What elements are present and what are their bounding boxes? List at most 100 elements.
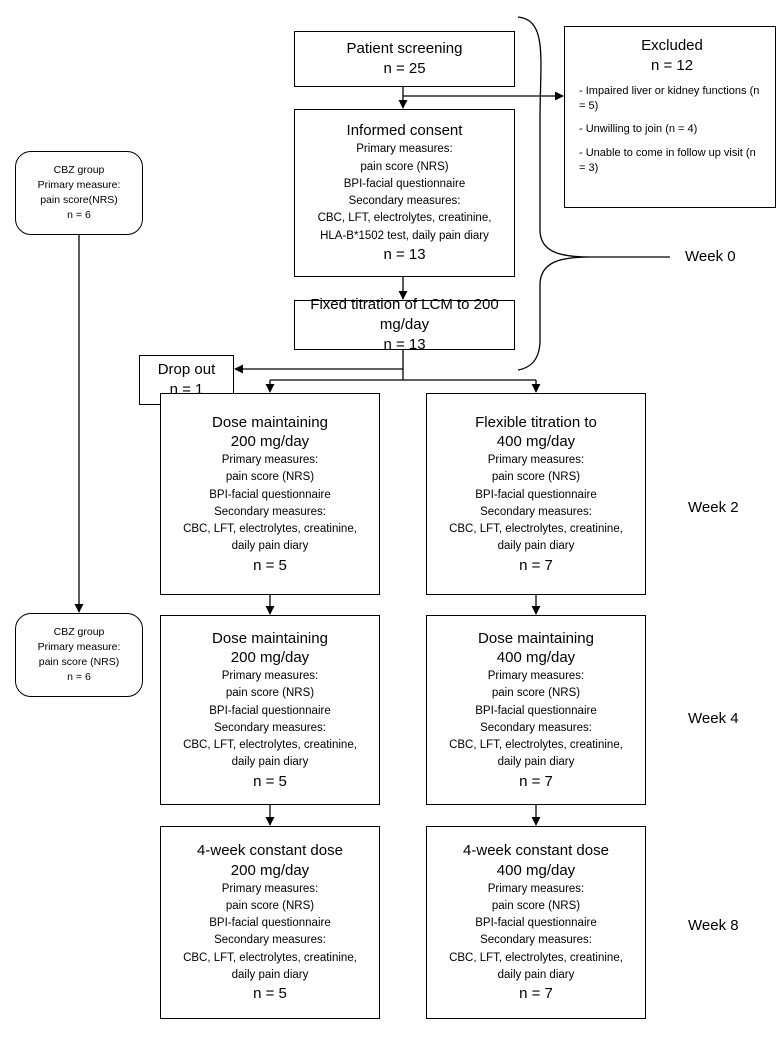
- measure-line: Secondary measures:: [480, 721, 592, 734]
- arm-title: Dose maintaining: [478, 629, 594, 647]
- arm-count: n = 5: [253, 556, 287, 574]
- informed-consent-title: Informed consent: [346, 122, 463, 140]
- measure-line: daily pain diary: [231, 756, 309, 769]
- measure-line: pain score (NRS): [225, 687, 315, 700]
- measure-line: CBC, LFT, electrolytes, creatinine,: [183, 951, 357, 964]
- measure-line: Secondary measures:: [214, 934, 326, 947]
- excluded-reason: - Unwilling to join (n = 4): [579, 123, 698, 136]
- left-arm-week8-box: 4-week constant dose 200 mg/day Primary …: [160, 826, 380, 1019]
- fixed-titration-box: Fixed titration of LCM to 200 mg/day n =…: [294, 296, 515, 353]
- right-arm-week2-box: Flexible titration to 400 mg/day Primary…: [426, 393, 646, 595]
- arm-count: n = 5: [253, 772, 287, 790]
- arm-dose: 400 mg/day: [496, 433, 576, 451]
- cbz-group-box-top: CBZ group Primary measure: pain score(NR…: [15, 151, 143, 235]
- week0-bracket: [517, 16, 591, 371]
- measure-line: Secondary measures:: [214, 505, 326, 518]
- measure-line: Primary measures:: [221, 454, 319, 467]
- measure-line: Primary measures:: [487, 454, 585, 467]
- patient-screening-count: n = 25: [383, 60, 426, 77]
- cbz-group-measure: pain score(NRS): [40, 194, 118, 206]
- measure-line: BPI-facial questionnaire: [209, 704, 331, 717]
- measure-line: BPI-facial questionnaire: [475, 488, 597, 501]
- arm-count: n = 7: [519, 772, 553, 790]
- arm-title: Dose maintaining: [212, 413, 328, 431]
- measure-line: Secondary measures:: [480, 505, 592, 518]
- excluded-box: Excluded n = 12 - Impaired liver or kidn…: [564, 26, 776, 208]
- measure-line: pain score (NRS): [225, 899, 315, 912]
- measure-line: pain score (NRS): [225, 471, 315, 484]
- excluded-count: n = 12: [650, 56, 694, 74]
- left-arm-week4-box: Dose maintaining 200 mg/day Primary meas…: [160, 615, 380, 805]
- fixed-titration-title: Fixed titration of LCM to 200: [310, 296, 499, 314]
- cbz-group-title: CBZ group: [53, 163, 105, 176]
- arm-dose: 400 mg/day: [496, 649, 576, 667]
- measure-line: CBC, LFT, electrolytes, creatinine,: [183, 739, 357, 752]
- arm-dose: 400 mg/day: [496, 861, 576, 879]
- measure-line: Primary measures:: [487, 670, 585, 683]
- consent-measure-line: HLA-B*1502 test, daily pain diary: [320, 229, 489, 242]
- excluded-title: Excluded: [641, 37, 703, 54]
- arm-title: Flexible titration to: [475, 413, 597, 431]
- measure-line: BPI-facial questionnaire: [475, 917, 597, 930]
- cbz-group-count: n = 6: [67, 671, 91, 684]
- consent-measure-line: BPI-facial questionnaire: [343, 177, 466, 190]
- cbz-group-count: n = 6: [67, 209, 91, 222]
- consent-measure-line: CBC, LFT, electrolytes, creatinine,: [317, 212, 492, 225]
- measure-line: daily pain diary: [497, 756, 575, 769]
- measure-line: CBC, LFT, electrolytes, creatinine,: [449, 739, 623, 752]
- measure-line: CBC, LFT, electrolytes, creatinine,: [183, 523, 357, 536]
- measure-line: daily pain diary: [231, 968, 309, 981]
- cbz-group-measure-label: Primary measure:: [37, 178, 121, 191]
- arm-dose: 200 mg/day: [230, 433, 310, 451]
- measure-line: daily pain diary: [231, 540, 309, 553]
- measure-line: pain score (NRS): [491, 687, 581, 700]
- consent-measure-line: Primary measures:: [356, 143, 453, 156]
- measure-line: pain score (NRS): [491, 899, 581, 912]
- measure-line: Primary measures:: [487, 882, 585, 895]
- week0-label: Week 0: [685, 248, 736, 265]
- measure-line: Secondary measures:: [214, 721, 326, 734]
- measure-line: pain score (NRS): [491, 471, 581, 484]
- arm-dose: 200 mg/day: [230, 649, 310, 667]
- right-arm-week8-box: 4-week constant dose 400 mg/day Primary …: [426, 826, 646, 1019]
- cbz-group-box-bottom: CBZ group Primary measure: pain score (N…: [15, 613, 143, 697]
- fixed-titration-count: n = 13: [383, 335, 426, 353]
- week4-label: Week 4: [688, 710, 739, 727]
- arm-count: n = 5: [253, 985, 287, 1003]
- left-arm-week2-box: Dose maintaining 200 mg/day Primary meas…: [160, 393, 380, 595]
- measure-line: CBC, LFT, electrolytes, creatinine,: [449, 951, 623, 964]
- arm-title: 4-week constant dose: [197, 842, 343, 860]
- excluded-reason: - Impaired liver or kidney functions (n …: [579, 84, 760, 112]
- measure-line: daily pain diary: [497, 968, 575, 981]
- measure-line: Secondary measures:: [480, 934, 592, 947]
- arm-title: Dose maintaining: [212, 629, 328, 647]
- informed-consent-count: n = 13: [383, 245, 426, 263]
- arm-title: 4-week constant dose: [463, 842, 609, 860]
- measure-line: BPI-facial questionnaire: [475, 704, 597, 717]
- arm-count: n = 7: [519, 985, 553, 1003]
- measure-line: Primary measures:: [221, 882, 319, 895]
- cbz-group-title: CBZ group: [53, 625, 105, 638]
- excluded-reason: - Unable to come in follow up visit (n =…: [579, 146, 756, 175]
- fixed-titration-dose: mg/day: [379, 316, 430, 334]
- cbz-group-measure: pain score (NRS): [38, 656, 120, 668]
- consent-measure-line: pain score (NRS): [360, 160, 449, 173]
- measure-line: BPI-facial questionnaire: [209, 488, 331, 501]
- week2-label: Week 2: [688, 499, 739, 516]
- consent-measure-line: Secondary measures:: [348, 195, 461, 207]
- patient-screening-box: Patient screening n = 25: [294, 31, 515, 87]
- patient-screening-title: Patient screening: [346, 40, 463, 58]
- measure-line: CBC, LFT, electrolytes, creatinine,: [449, 523, 623, 536]
- measure-line: BPI-facial questionnaire: [209, 917, 331, 930]
- measure-line: daily pain diary: [497, 540, 575, 553]
- informed-consent-box: Informed consent Primary measures: pain …: [294, 109, 515, 277]
- measure-line: Primary measures:: [221, 670, 319, 683]
- dropout-title: Drop out: [157, 361, 216, 379]
- week8-label: Week 8: [688, 917, 739, 934]
- right-arm-week4-box: Dose maintaining 400 mg/day Primary meas…: [426, 615, 646, 805]
- arm-count: n = 7: [519, 556, 553, 574]
- arm-dose: 200 mg/day: [230, 861, 310, 879]
- cbz-group-measure-label: Primary measure:: [37, 640, 121, 653]
